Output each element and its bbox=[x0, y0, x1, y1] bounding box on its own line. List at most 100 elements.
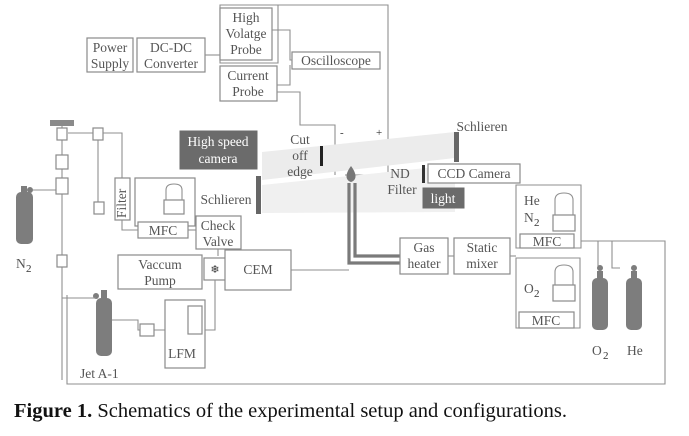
figure-caption-prefix: Figure 1. bbox=[14, 400, 93, 422]
mfc-left-valve bbox=[163, 199, 185, 215]
mfc-o2-box bbox=[518, 311, 575, 329]
hv-probe-label-2: Volatge bbox=[226, 26, 267, 41]
regulator-valve-1 bbox=[56, 127, 68, 141]
check-valve-label-1: Check bbox=[201, 218, 236, 233]
top-branch-valve bbox=[92, 127, 104, 141]
regulator-valve-2 bbox=[55, 154, 69, 170]
n2-label: N bbox=[16, 256, 26, 271]
o2-bottle-cap bbox=[597, 265, 603, 271]
dcdc-label-2: Converter bbox=[144, 56, 198, 71]
power-supply-label-2: Supply bbox=[91, 56, 130, 71]
schlieren-mirror-left bbox=[256, 176, 261, 214]
pipe-to-o2 bbox=[581, 240, 599, 268]
power-supply-label-1: Power bbox=[93, 40, 128, 55]
he-bottle-label: He bbox=[627, 343, 643, 358]
mfc-he-valve bbox=[552, 214, 576, 232]
he-bottle-cap bbox=[631, 265, 637, 271]
burner-feed bbox=[347, 183, 400, 265]
mfc-left-label: MFC bbox=[149, 223, 178, 238]
nd-filter-element bbox=[422, 165, 425, 183]
current-probe-label-1: Current bbox=[227, 68, 268, 83]
hv-probe-box bbox=[219, 7, 273, 61]
ccd-camera-label: CCD Camera bbox=[437, 166, 510, 181]
nd-filter-label-1: ND bbox=[390, 166, 410, 181]
mfc-he-frame bbox=[515, 184, 582, 249]
mfc-o2-frame bbox=[515, 257, 581, 329]
cem-box bbox=[224, 249, 292, 291]
burner-feed-pipe-a bbox=[347, 183, 400, 265]
high-speed-camera-label-2: camera bbox=[199, 151, 238, 166]
n2-mfc-subscript: 2 bbox=[534, 217, 540, 229]
wire-ground-electrode bbox=[277, 91, 336, 175]
schlieren-beam-lower bbox=[262, 165, 455, 213]
drain-valve bbox=[56, 254, 68, 268]
light-source-box bbox=[422, 187, 465, 209]
hv-probe-label-3: Probe bbox=[230, 42, 262, 57]
minus-sign: - bbox=[340, 127, 344, 139]
he-bottle-valve bbox=[631, 271, 637, 280]
oscilloscope-label: Oscilloscope bbox=[301, 53, 371, 68]
lfm-label: LFM bbox=[168, 346, 196, 361]
static-mixer-label-1: Static bbox=[467, 240, 498, 255]
hv-probe-label-1: High bbox=[233, 10, 260, 25]
n2-bottle-valve bbox=[21, 186, 27, 194]
cem-snowflake-icon: ❄ bbox=[210, 264, 219, 276]
burner-feed-pipe-b bbox=[353, 183, 400, 258]
gas-heater-label-2: heater bbox=[408, 256, 441, 271]
schlieren-mirror-right bbox=[454, 132, 459, 162]
o2-bottle bbox=[592, 278, 608, 330]
vaccum-pump-box bbox=[117, 254, 203, 290]
figure-caption-text: Schematics of the experimental setup and… bbox=[92, 400, 567, 422]
gas-heater-label-1: Gas bbox=[414, 240, 435, 255]
o2-mfc-subscript: 2 bbox=[534, 288, 540, 300]
setup-schematic: Power Supply DC-DC Converter High Volatg… bbox=[16, 4, 666, 385]
wire-hv-osc bbox=[272, 29, 292, 61]
n2-bottle-cap bbox=[27, 187, 33, 193]
current-probe-label-2: Probe bbox=[232, 84, 264, 99]
he-bottle bbox=[626, 278, 642, 330]
knife-edge bbox=[320, 146, 323, 166]
jet-line-valve bbox=[139, 323, 155, 337]
n2-subscript: 2 bbox=[26, 263, 32, 275]
high-speed-camera-label-1: High speed bbox=[187, 134, 248, 149]
jet-a1-label: Jet A-1 bbox=[80, 366, 119, 381]
o2-bottle-subscript: 2 bbox=[603, 350, 609, 362]
check-valve-label-2: Valve bbox=[203, 234, 234, 249]
branch-valve bbox=[93, 201, 105, 215]
mfc-left-knob bbox=[165, 183, 183, 200]
optical-section: High speed camera Cut off edge Schlieren… bbox=[179, 119, 521, 214]
fuel-system-left: N 2 Filter MFC Check Valve Vaccum Pump ❄ bbox=[16, 120, 349, 381]
mfc-he-box bbox=[519, 233, 575, 249]
jet-a1-bottle bbox=[96, 298, 112, 356]
regulator-top bbox=[50, 120, 74, 126]
pipe-to-filter bbox=[103, 132, 123, 178]
light-label: light bbox=[431, 191, 456, 206]
pipe-to-he bbox=[611, 241, 620, 269]
check-valve-box bbox=[195, 215, 242, 250]
mfc-o2-valve bbox=[552, 284, 576, 302]
plus-sign: + bbox=[376, 127, 382, 139]
pipe-lfm-cem bbox=[205, 280, 216, 331]
n2-bottle bbox=[16, 192, 33, 244]
exhaust-frame-line bbox=[66, 240, 666, 385]
mfc-o2-label: MFC bbox=[532, 313, 561, 328]
regulator-valve-3 bbox=[55, 177, 69, 195]
current-probe-box bbox=[219, 65, 278, 102]
mfc-o2-knob bbox=[554, 264, 574, 285]
gas-heater-box bbox=[399, 237, 449, 275]
figure-caption: Figure 1. Schematics of the experimental… bbox=[14, 400, 684, 423]
filter-label: Filter bbox=[114, 188, 129, 218]
cut-off-edge-label-3: edge bbox=[287, 164, 312, 179]
mfc-he-label: MFC bbox=[533, 234, 562, 249]
o2-bottle-valve bbox=[597, 271, 603, 280]
he-label: He bbox=[524, 193, 540, 208]
vaccum-pump-label-2: Pump bbox=[144, 273, 176, 288]
wire-current-osc bbox=[277, 65, 291, 86]
dcdc-label-1: DC-DC bbox=[150, 40, 192, 55]
lfm-indicator bbox=[187, 305, 203, 335]
jet-a1-valve bbox=[101, 290, 107, 300]
cem-label: CEM bbox=[243, 262, 272, 277]
flame-icon bbox=[346, 166, 356, 182]
n2-mfc-label: N bbox=[524, 210, 534, 225]
static-mixer-label-2: mixer bbox=[466, 256, 498, 271]
